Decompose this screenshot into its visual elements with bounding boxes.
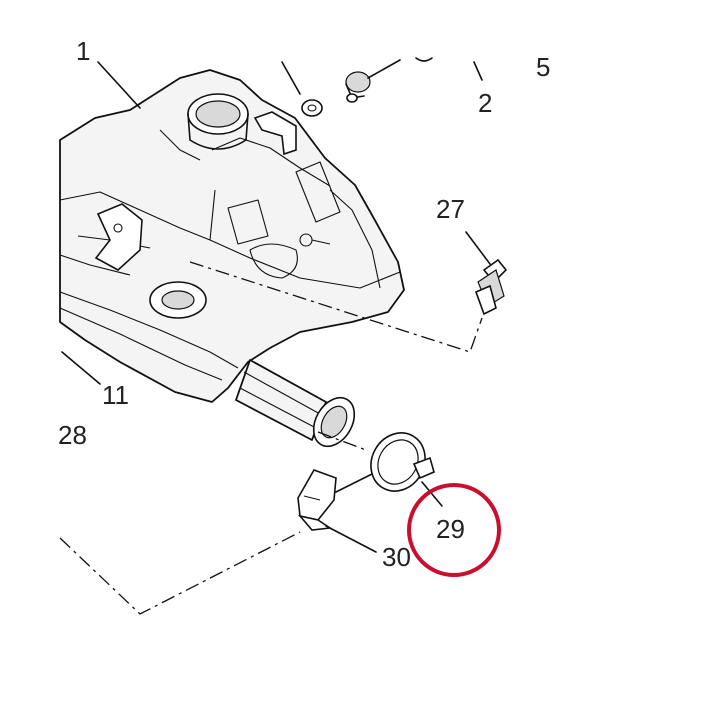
- sensor-part-27: [474, 258, 508, 316]
- tank-recesses: [227, 161, 341, 279]
- assembly-lines: [59, 261, 483, 615]
- highlight-circle: [407, 483, 501, 577]
- tank-bracket-left: [94, 203, 143, 271]
- callout-30: 30: [382, 542, 411, 572]
- hose-clamp: [370, 432, 435, 492]
- callout-27: 27: [436, 194, 465, 224]
- top-part-fragment: [415, 57, 433, 62]
- outlet-pipe: [235, 359, 356, 448]
- hose-clip: [297, 469, 337, 531]
- leader-lines: [61, 59, 491, 553]
- callout-11: 11: [102, 380, 129, 410]
- grommet-gear: [345, 71, 371, 103]
- tank-bracket-top: [253, 111, 297, 156]
- washer: [301, 99, 323, 117]
- filler-neck: [187, 93, 249, 150]
- callout-5: 5: [536, 52, 550, 82]
- callout-29: 29: [436, 514, 465, 544]
- pump-opening: [149, 281, 207, 319]
- callout-1: 1: [76, 36, 90, 66]
- fuel-tank: [59, 69, 405, 403]
- callout-28: 28: [58, 420, 87, 450]
- callout-2: 2: [478, 88, 492, 118]
